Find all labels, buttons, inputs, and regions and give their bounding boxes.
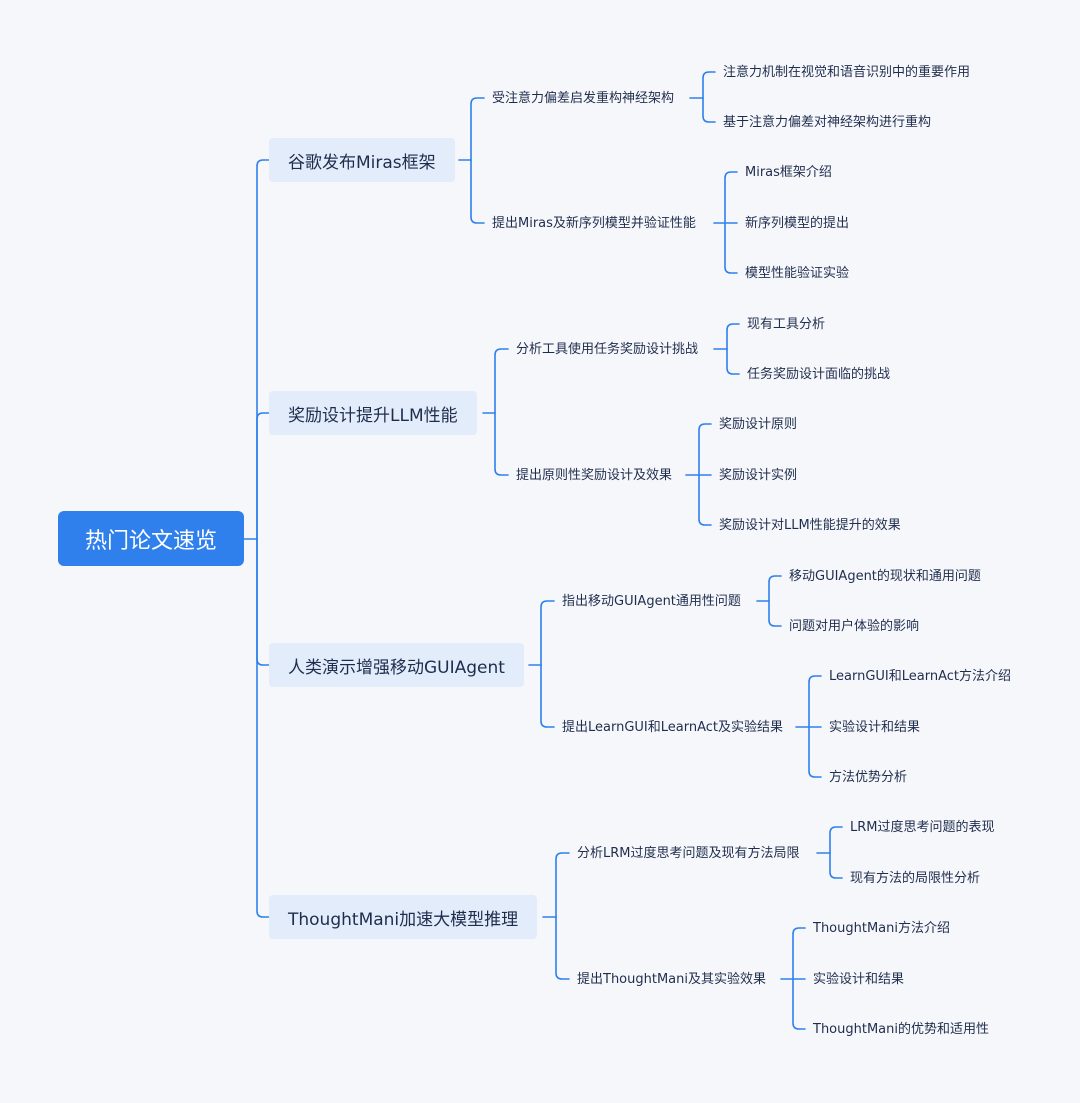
connector-line [702, 71, 716, 99]
connector-line [470, 159, 485, 224]
connector-line [829, 852, 843, 879]
leaf-node[interactable]: 奖励设计实例 [719, 468, 798, 483]
subtopic-node[interactable]: 分析工具使用任务奖励设计挑战 [516, 342, 699, 357]
connector-line [792, 978, 806, 1030]
leaf-node[interactable]: 实验设计和结果 [829, 720, 921, 735]
leaf-node[interactable]: 新序列模型的提出 [745, 216, 850, 231]
connector-line [724, 222, 738, 274]
connector-line [808, 726, 822, 778]
leaf-node[interactable]: ThoughtMani方法介绍 [813, 921, 950, 936]
leaf-node[interactable]: 注意力机制在视觉和语音识别中的重要作用 [723, 65, 971, 80]
connector-line [555, 916, 570, 980]
leaf-node[interactable]: 实验设计和结果 [813, 972, 905, 987]
leaf-node[interactable]: 基于注意力偏差对神经架构进行重构 [723, 115, 932, 130]
connector-line [256, 538, 270, 666]
leaf-node[interactable]: Miras框架介绍 [745, 165, 832, 180]
connector-line [726, 348, 740, 375]
branch-node[interactable]: 人类演示增强移动GUIAgent [269, 643, 524, 687]
connector-line [494, 412, 509, 476]
connector-line [702, 97, 716, 123]
connector-line [792, 927, 806, 980]
root-node[interactable]: 热门论文速览 [58, 511, 244, 566]
branch-node[interactable]: 奖励设计提升LLM性能 [269, 391, 477, 435]
connector-line [698, 423, 712, 476]
subtopic-node[interactable]: 提出ThoughtMani及其实验效果 [577, 972, 766, 987]
branch-node[interactable]: 谷歌发布Miras框架 [269, 138, 455, 182]
connector-line [768, 575, 782, 602]
subtopic-node[interactable]: 提出Miras及新序列模型并验证性能 [492, 216, 696, 231]
connector-line [256, 159, 270, 540]
connector-line [540, 600, 555, 666]
connector-line [768, 600, 782, 627]
leaf-node[interactable]: 现有工具分析 [747, 317, 826, 332]
connector-line [256, 412, 270, 540]
subtopic-node[interactable]: 提出原则性奖励设计及效果 [516, 468, 673, 483]
connector-line [829, 826, 843, 854]
leaf-node[interactable]: 现有方法的局限性分析 [850, 871, 981, 886]
connector-line [724, 171, 738, 224]
connector-line [494, 348, 509, 414]
subtopic-node[interactable]: 指出移动GUIAgent通用性问题 [562, 594, 741, 609]
leaf-node[interactable]: 任务奖励设计面临的挑战 [747, 367, 891, 382]
subtopic-node[interactable]: 提出LearnGUI和LearnAct及实验结果 [562, 720, 784, 735]
branch-node[interactable]: ThoughtMani加速大模型推理 [269, 895, 538, 939]
connector-line [555, 852, 570, 918]
connector-line [698, 474, 712, 526]
connector-line [470, 97, 485, 161]
leaf-node[interactable]: 奖励设计原则 [719, 417, 798, 432]
leaf-node[interactable]: LearnGUI和LearnAct方法介绍 [829, 669, 1012, 684]
connector-line [726, 323, 740, 350]
subtopic-node[interactable]: 分析LRM过度思考问题及现有方法局限 [577, 846, 800, 861]
leaf-node[interactable]: 移动GUIAgent的现状和通用问题 [789, 569, 981, 584]
subtopic-node[interactable]: 受注意力偏差启发重构神经架构 [492, 91, 675, 106]
leaf-node[interactable]: 方法优势分析 [829, 770, 908, 785]
leaf-node[interactable]: 问题对用户体验的影响 [789, 619, 920, 634]
connector-line [540, 664, 555, 728]
leaf-node[interactable]: ThoughtMani的优势和适用性 [813, 1022, 989, 1037]
leaf-node[interactable]: 奖励设计对LLM性能提升的效果 [719, 518, 901, 533]
connector-line [808, 675, 822, 728]
leaf-node[interactable]: 模型性能验证实验 [745, 266, 850, 281]
leaf-node[interactable]: LRM过度思考问题的表现 [850, 820, 995, 835]
connector-line [256, 538, 270, 918]
